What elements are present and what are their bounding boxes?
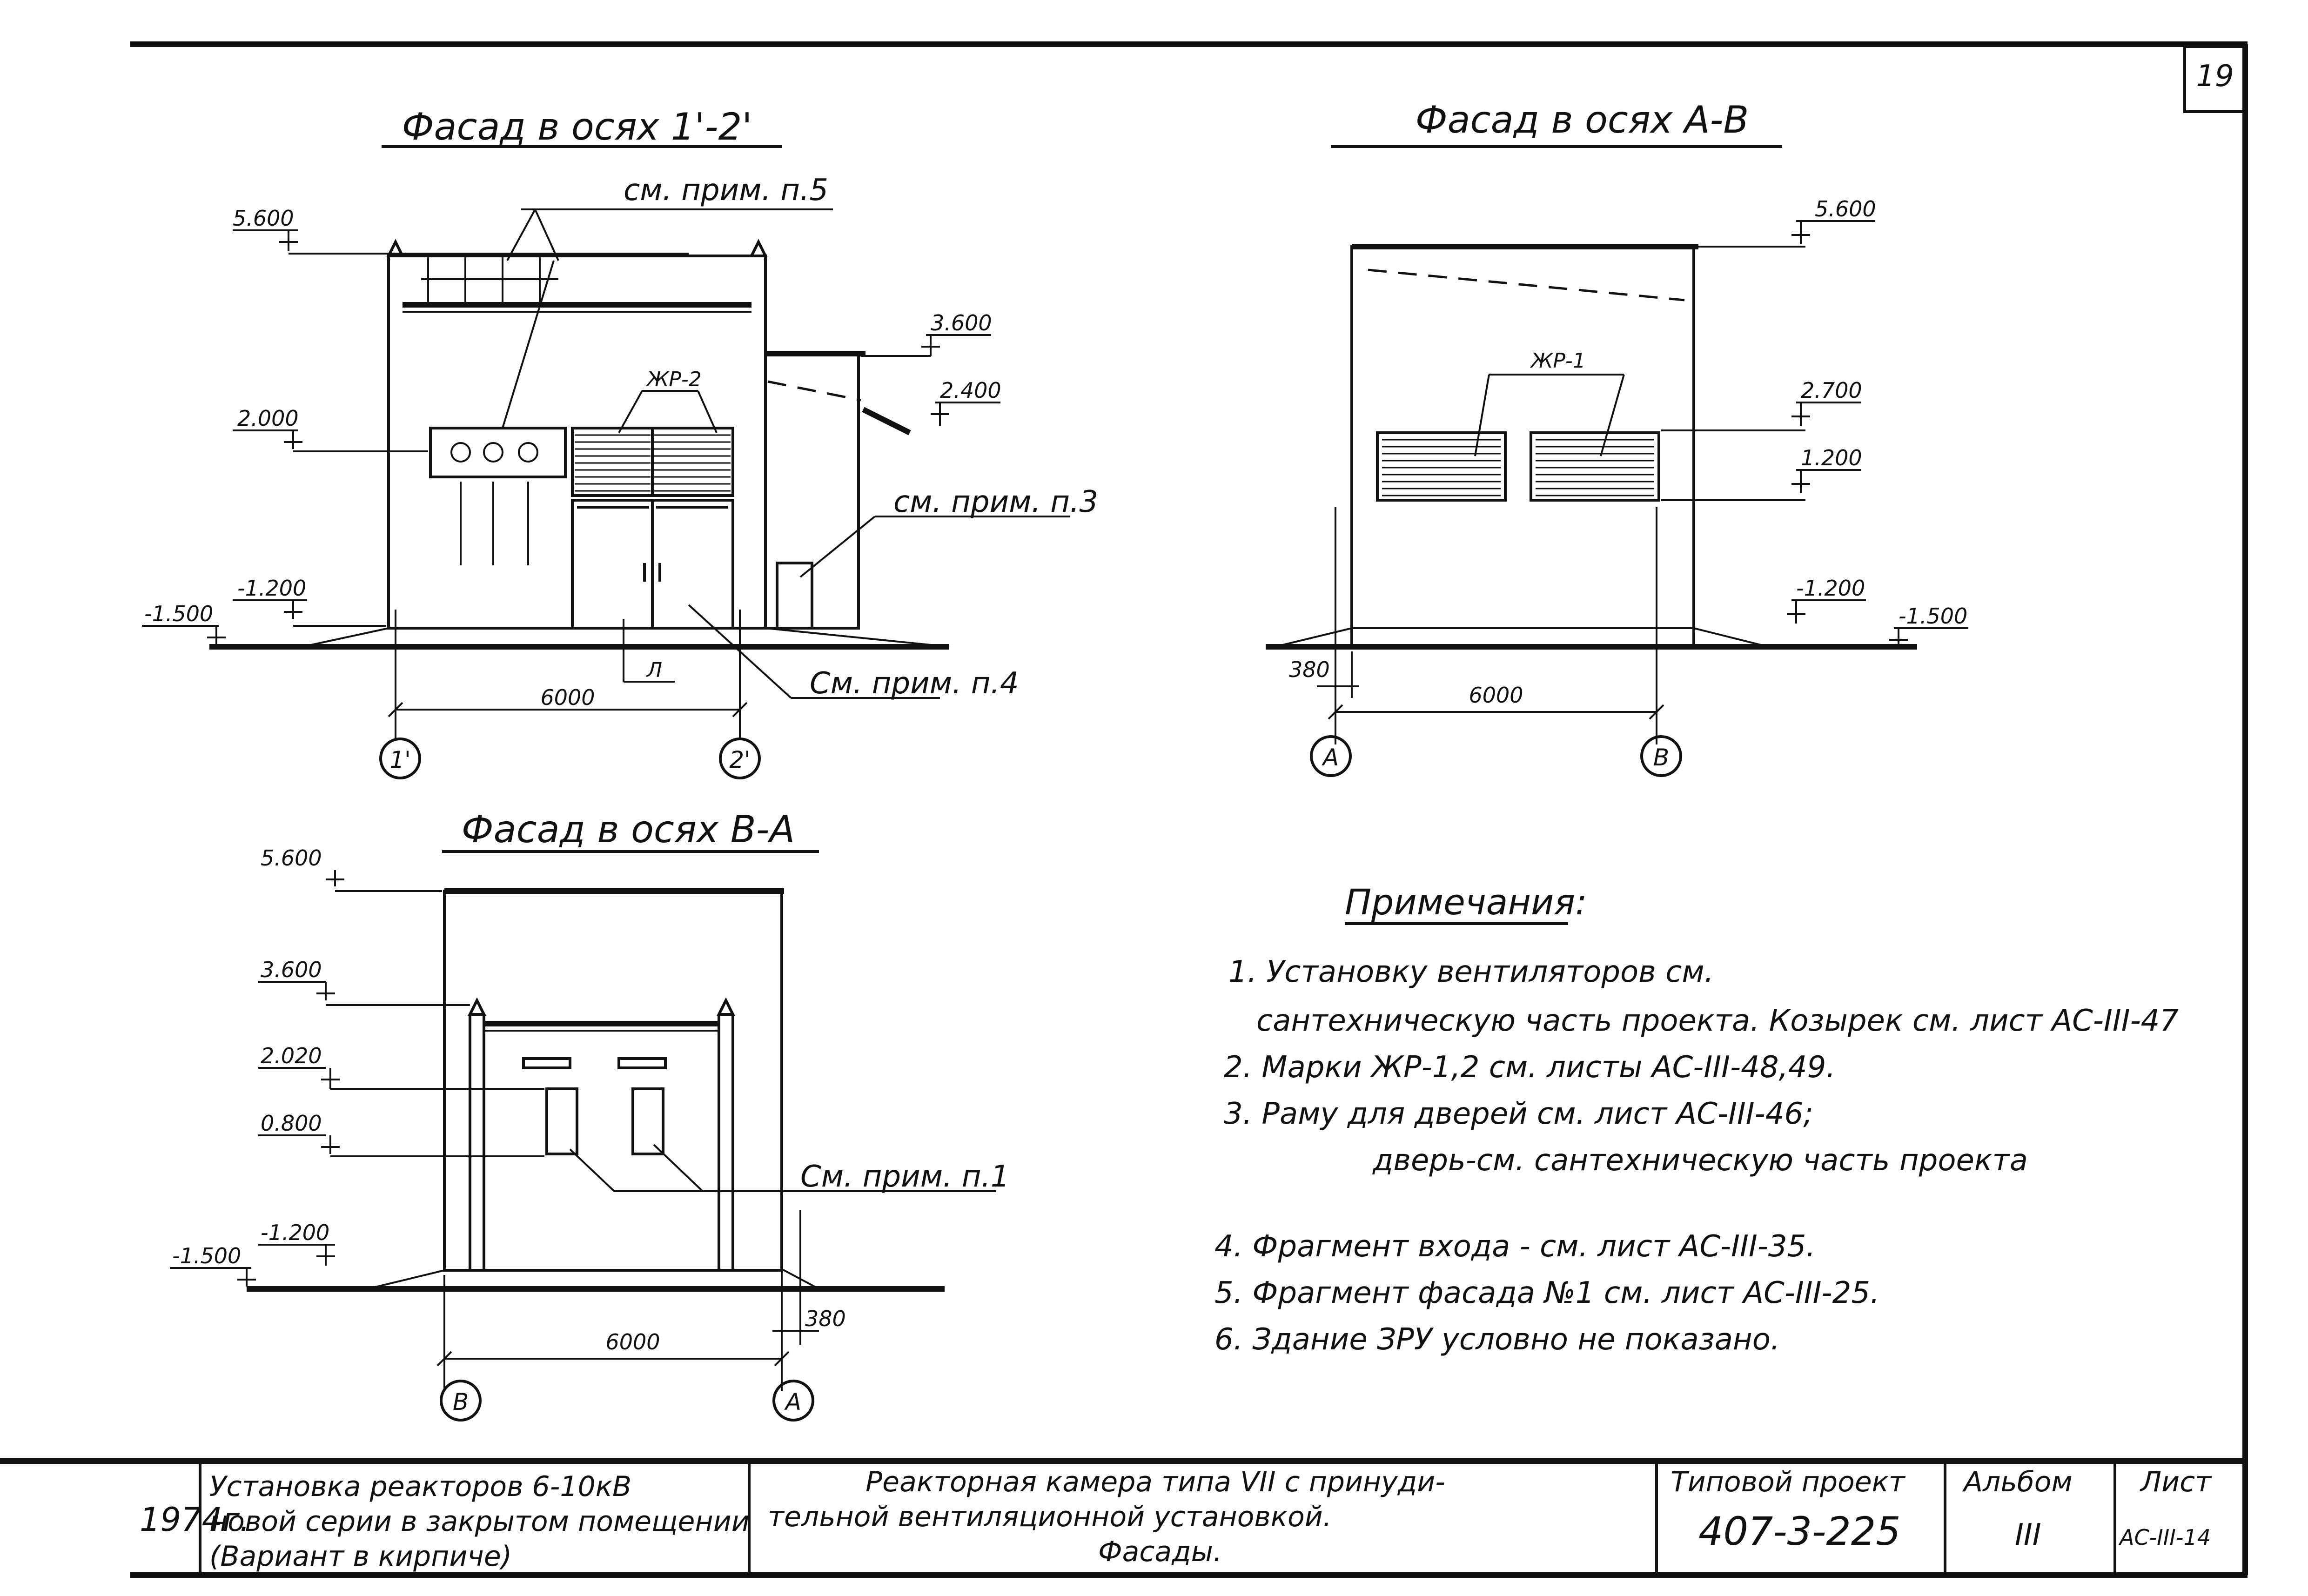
title-left-line: новой серии в закрытом помещении — [209, 1505, 750, 1538]
level-mark: 2.000 — [237, 406, 299, 431]
axis-bubble — [719, 738, 761, 779]
dimension-value: 6000 — [605, 1329, 660, 1355]
sheet-number: 19 — [2196, 59, 2234, 94]
level-mark: 0.800 — [261, 1111, 322, 1136]
level-mark: -1.500 — [172, 1243, 241, 1268]
dimension-value: 6000 — [1469, 683, 1523, 708]
callout-L: Л — [646, 658, 662, 682]
axis-label: В — [1653, 744, 1669, 771]
axis-label: А — [1322, 744, 1339, 771]
axis-label: 1' — [389, 746, 411, 773]
facade-1-2: Фасад в осях 1'-2' — [142, 105, 1098, 779]
parapet-cap-left — [386, 239, 405, 257]
title-center-line: тельной вентиляционной установкой. — [768, 1501, 1332, 1533]
fan-icon — [483, 442, 503, 463]
level-mark: -1.200 — [261, 1220, 329, 1245]
level-mark: 5.600 — [1815, 196, 1876, 221]
facade-1-title: Фасад в осях 1'-2' — [402, 105, 752, 148]
callout-note1: См. прим. п.1 — [800, 1160, 1010, 1194]
axis-bubble — [1310, 735, 1352, 777]
sheet-frame: 19 — [130, 41, 2248, 1578]
album-label: Альбом — [1962, 1466, 2073, 1498]
level-mark: 5.600 — [233, 206, 294, 231]
vent-opening — [631, 1087, 664, 1155]
level-mark: 2.400 — [940, 378, 1001, 403]
notes-heading: Примечания: — [1345, 881, 1587, 923]
title-left-line: (Вариант в кирпиче) — [209, 1540, 512, 1573]
vent-slot — [522, 1057, 571, 1069]
axis-label: 2' — [729, 746, 751, 773]
title-year: 1974г. — [140, 1501, 250, 1539]
axis-label: А — [784, 1388, 801, 1415]
dimension-value: 6000 — [540, 685, 595, 710]
sheet-label: Лист — [2140, 1466, 2212, 1498]
facade-b-a: Фасад в осях В-А См. прим. п.1 5.600 3.6… — [170, 808, 1010, 1422]
axis-bubble — [379, 738, 421, 779]
facade-2-title: Фасад в осях А-В — [1416, 98, 1749, 141]
facade-3-wall — [443, 890, 783, 1272]
sheet-number-box — [2183, 45, 2247, 113]
note-line: 5. Фрагмент фасада №1 см. лист АС-III-25… — [1214, 1276, 1879, 1310]
title-center-line: Реакторная камера типа VII с принуди- — [866, 1466, 1445, 1498]
note-line: 3. Раму для дверей см. лист АС-III-46; — [1224, 1097, 1813, 1131]
sheet-value: АС-III-14 — [2118, 1525, 2211, 1550]
notes-block: Примечания: 1. Установку вентиляторов см… — [1214, 881, 2179, 1357]
parapet-cap-right — [749, 239, 768, 257]
callout-note5: см. прим. п.5 — [624, 173, 828, 208]
note-line: сантехническую часть проекта. Козырек см… — [1256, 1004, 2179, 1038]
facade-a-b: Фасад в осях А-В ЖР-1 5.600 — [1266, 98, 1968, 777]
level-mark: 2.020 — [261, 1043, 322, 1068]
facade-3-title: Фасад в осях В-А — [462, 808, 795, 851]
level-mark: 1.200 — [1801, 445, 1862, 470]
callout-note4: См. прим. п.4 — [810, 666, 1019, 701]
callout-note3: см. прим. п.3 — [893, 485, 1098, 519]
level-mark: -1.200 — [1796, 576, 1865, 601]
fan-icon — [518, 442, 538, 463]
level-mark: 3.600 — [931, 310, 992, 335]
dimension-value: 380 — [805, 1306, 846, 1331]
louver-zhr1 — [1530, 431, 1660, 502]
title-block: 1974г. Установка реакторов 6-10кВ новой … — [0, 1458, 2248, 1575]
axis-label: В — [453, 1388, 469, 1415]
axis-bubble — [1640, 735, 1682, 777]
level-mark: -1.500 — [1899, 604, 1967, 629]
callout-zhr2: ЖР-2 — [645, 368, 702, 391]
axis-bubble — [440, 1380, 482, 1422]
album-value: III — [2015, 1518, 2041, 1552]
louver-zhr1 — [1376, 431, 1507, 502]
level-mark: -1.500 — [144, 601, 213, 626]
fan-block — [429, 427, 567, 478]
title-center-line: Фасады. — [1098, 1536, 1222, 1568]
note-line: 4. Фрагмент входа - см. лист АС-III-35. — [1214, 1229, 1816, 1264]
vent-opening — [545, 1087, 578, 1155]
project-label: Типовой проект — [1671, 1466, 1906, 1498]
level-mark: -1.200 — [237, 576, 306, 601]
title-left-line: Установка реакторов 6-10кВ — [209, 1470, 631, 1503]
note-line: 2. Марки ЖР-1,2 см. листы АС-III-48,49. — [1224, 1050, 1836, 1085]
vent-slot — [617, 1057, 667, 1069]
railing — [421, 256, 558, 302]
note-line: дверь-см. сантехническую часть проекта — [1372, 1143, 2028, 1178]
level-mark: 3.600 — [261, 957, 322, 982]
note-line: 1. Установку вентиляторов см. — [1228, 955, 1714, 989]
project-code: 407-3-225 — [1698, 1509, 1901, 1554]
note-line: 6. Здание ЗРУ условно не показано. — [1214, 1322, 1780, 1357]
level-mark: 2.700 — [1801, 378, 1862, 403]
annex-small-door — [776, 562, 813, 630]
fan-icon — [450, 442, 471, 463]
level-mark: 5.600 — [261, 845, 322, 871]
axis-bubble — [772, 1380, 814, 1422]
dimension-value: 380 — [1289, 657, 1330, 682]
callout-zhr1: ЖР-1 — [1530, 349, 1586, 373]
